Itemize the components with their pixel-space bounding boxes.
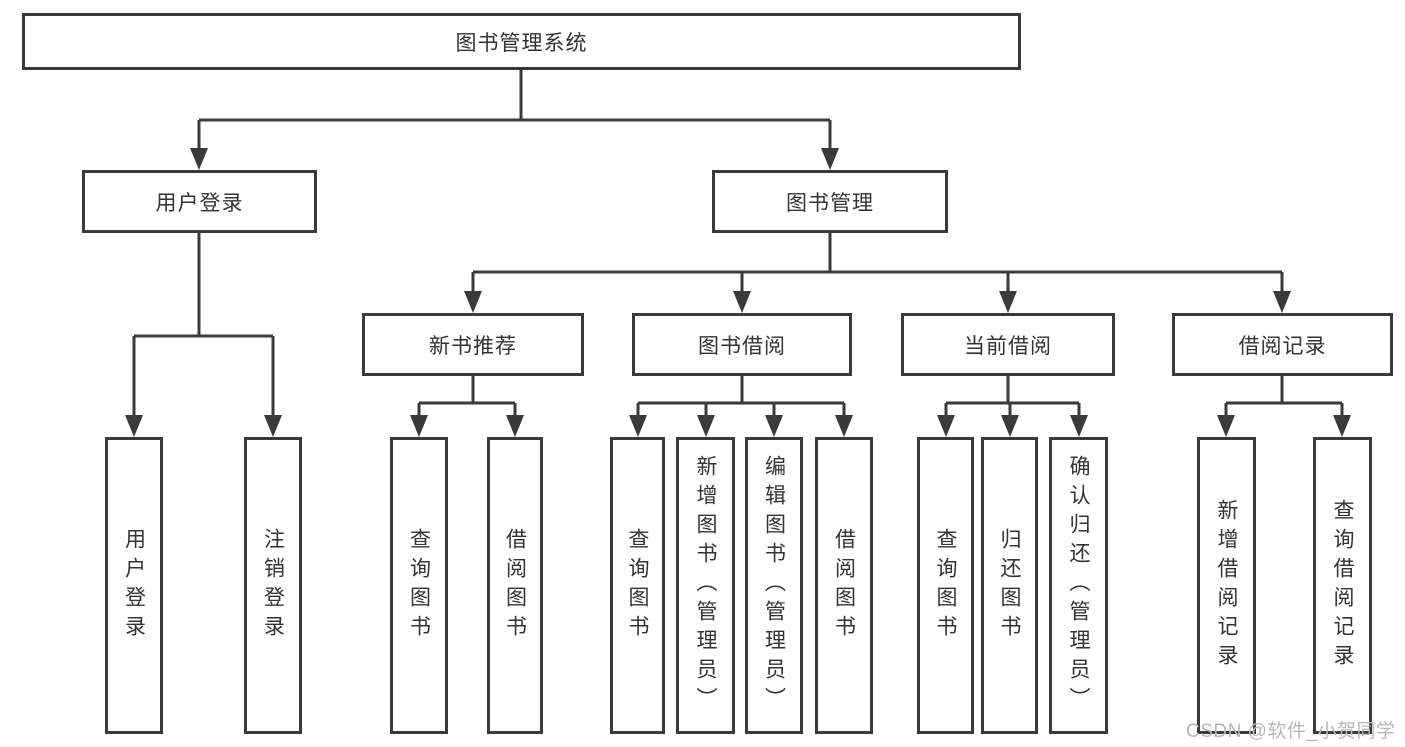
- node-book-management: 图书管理: [712, 170, 948, 233]
- leaf-logout-label: 注销登录: [261, 527, 285, 644]
- node-user-login: 用户登录: [82, 170, 317, 233]
- leaf-add-books-admin: 新增图书（管理员）: [676, 437, 735, 734]
- leaf-query-borrow-record: 查询借阅记录: [1313, 437, 1372, 734]
- leaf-query-books-recommend: 查询图书: [390, 437, 448, 734]
- leaf-query-books-borrow: 查询图书: [610, 437, 665, 734]
- leaf-query-books-current-label: 查询图书: [934, 527, 957, 644]
- leaf-query-borrow-record-label: 查询借阅记录: [1331, 498, 1354, 673]
- leaf-borrow-books-recommend-label: 借阅图书: [503, 527, 527, 644]
- leaf-user-login: 用户登录: [105, 437, 163, 734]
- leaf-confirm-return-admin: 确认归还（管理员）: [1049, 437, 1108, 734]
- node-root: 图书管理系统: [22, 13, 1021, 70]
- leaf-add-borrow-record-label: 新增借阅记录: [1215, 498, 1238, 673]
- csdn-watermark: CSDN @软件_小贺同学: [1186, 721, 1396, 742]
- leaf-edit-books-admin: 编辑图书（管理员）: [745, 437, 803, 734]
- leaf-add-borrow-record: 新增借阅记录: [1197, 437, 1256, 734]
- leaf-add-books-admin-label: 新增图书（管理员）: [694, 455, 717, 716]
- node-current-borrow: 当前借阅: [901, 313, 1115, 376]
- leaf-return-books-label: 归还图书: [998, 527, 1021, 644]
- connector-user-login-to-children: [125, 233, 282, 437]
- leaf-borrow-books-label: 借阅图书: [832, 527, 856, 644]
- leaf-query-books-current: 查询图书: [917, 437, 974, 734]
- leaf-query-books-recommend-label: 查询图书: [407, 527, 431, 644]
- leaf-borrow-books-recommend: 借阅图书: [487, 437, 543, 734]
- connector-new-book-recommend-to-children: [410, 376, 524, 437]
- leaf-logout: 注销登录: [244, 437, 302, 734]
- node-new-book-recommend: 新书推荐: [362, 313, 584, 376]
- leaf-confirm-return-admin-label: 确认归还（管理员）: [1067, 455, 1090, 716]
- connector-book-borrow-to-children: [629, 376, 853, 437]
- connector-current-borrow-to-children: [937, 376, 1088, 437]
- leaf-return-books: 归还图书: [981, 437, 1038, 734]
- connector-book-management-to-groups: [464, 233, 1291, 313]
- connector-borrow-records-to-children: [1217, 376, 1351, 437]
- node-borrow-records: 借阅记录: [1172, 313, 1393, 376]
- leaf-query-books-borrow-label: 查询图书: [626, 527, 649, 644]
- leaf-edit-books-admin-label: 编辑图书（管理员）: [762, 455, 786, 716]
- connector-root-to-level1: [190, 70, 839, 170]
- leaf-user-login-label: 用户登录: [122, 527, 146, 644]
- leaf-borrow-books: 借阅图书: [815, 437, 873, 734]
- node-book-borrow: 图书借阅: [632, 313, 852, 376]
